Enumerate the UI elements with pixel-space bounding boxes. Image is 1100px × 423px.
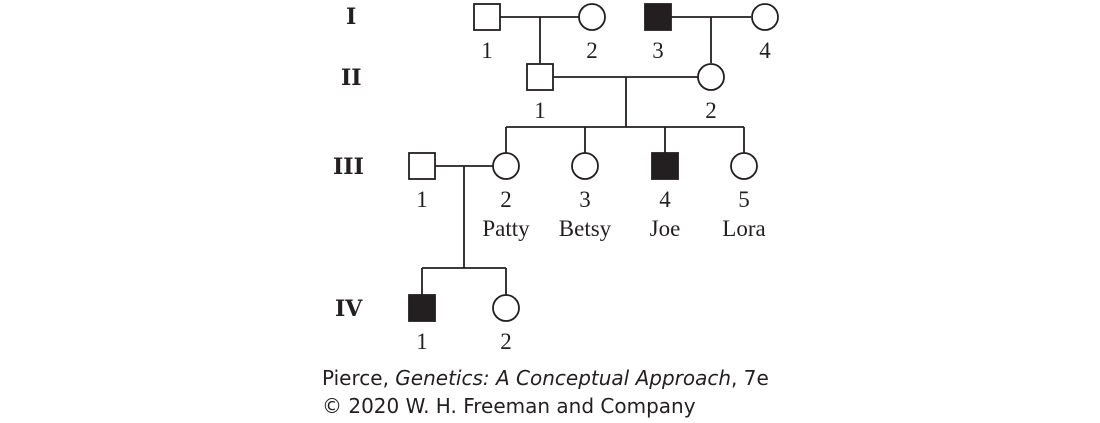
unaffected-male-III-1 [408, 152, 436, 180]
credit-copyright: © 2020 W. H. Freeman and Company [322, 394, 696, 418]
credit-line-1: Pierce, Genetics: A Conceptual Approach,… [322, 366, 769, 390]
individual-number-III-4: 4 [659, 187, 671, 212]
affected-male-III-4 [651, 152, 679, 180]
individual-name-III-4: Joe [650, 216, 681, 241]
individual-number-IV-1: 1 [416, 329, 428, 354]
unaffected-female-II-2 [697, 63, 725, 91]
individual-number-III-2: 2 [500, 187, 512, 212]
unaffected-female-III-5 [730, 152, 758, 180]
pedigree-lines [421, 16, 751, 295]
generation-label-I: I [346, 4, 356, 30]
unaffected-female-IV-2 [492, 294, 520, 322]
individual-number-III-1: 1 [416, 187, 428, 212]
individual-number-IV-2: 2 [500, 329, 512, 354]
generation-label-II: II [341, 65, 362, 91]
individual-name-III-5: Lora [722, 216, 765, 241]
unaffected-female-I-2 [578, 3, 606, 31]
individual-number-II-2: 2 [705, 98, 717, 123]
individual-number-I-2: 2 [586, 38, 598, 63]
credit-title: Genetics: A Conceptual Approach [395, 366, 732, 390]
generation-label-IV: IV [335, 296, 363, 322]
individual-name-III-3: Betsy [559, 216, 612, 241]
affected-male-I-3 [644, 3, 672, 31]
unaffected-female-III-2 [492, 152, 520, 180]
individual-number-I-3: 3 [652, 38, 664, 63]
unaffected-male-II-1 [526, 63, 554, 91]
generation-label-III: III [333, 154, 364, 180]
credit-author: Pierce, [322, 366, 396, 390]
individual-number-I-4: 4 [759, 38, 771, 63]
affected-male-IV-1 [408, 294, 436, 322]
individual-name-III-2: Patty [482, 216, 530, 241]
individual-number-I-1: 1 [481, 38, 493, 63]
individual-number-II-1: 1 [534, 98, 546, 123]
credit-edition: , 7e [731, 366, 769, 390]
individual-number-III-3: 3 [579, 187, 591, 212]
unaffected-female-III-3 [571, 152, 599, 180]
unaffected-female-I-4 [751, 3, 779, 31]
unaffected-male-I-1 [473, 3, 501, 31]
individual-number-III-5: 5 [738, 187, 750, 212]
